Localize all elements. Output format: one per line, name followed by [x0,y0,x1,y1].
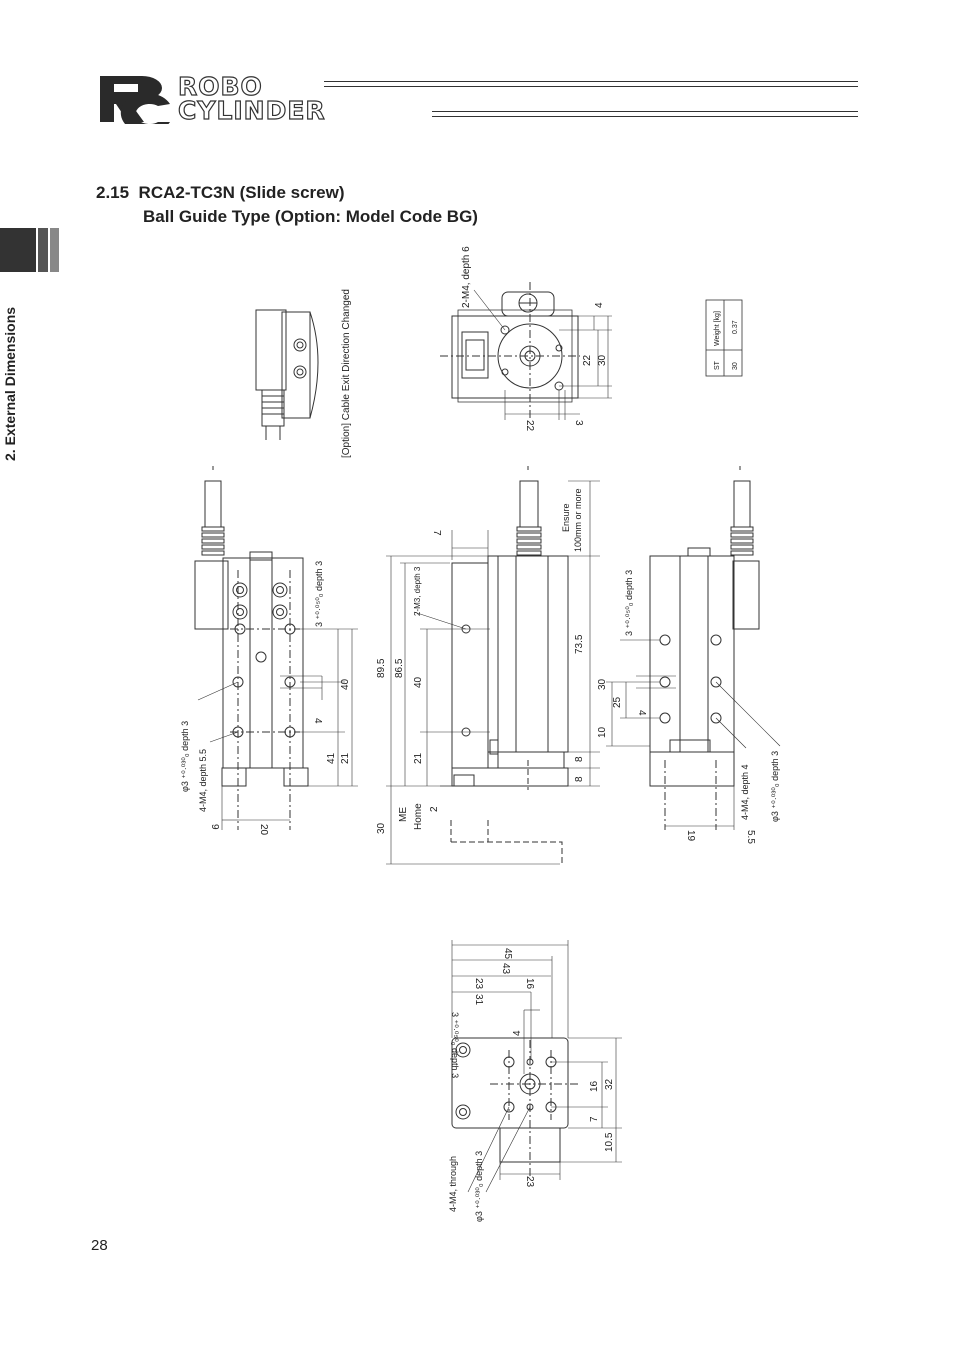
header-rule-top [324,81,858,82]
section-title-line1: RCA2-TC3N (Slide screw) [138,183,345,202]
bottom-phi3-label: φ3 ⁺⁰·⁰³⁰₀ depth 3 [474,1151,484,1222]
side-tab-marker-mid [38,228,48,272]
header-rule-bottom-2 [432,116,858,117]
dim-7-center: 7 [431,530,442,536]
cable-option-view [255,309,319,440]
dim-8-center-a: 8 [574,756,585,762]
dim-4-bottom: 4 [512,1030,523,1036]
bottom-depth3-label: 3 ⁺⁰·⁰⁵⁰₀ depth 3 [450,1012,460,1078]
dim-25-right: 25 [612,696,623,708]
dim-16-bottom: 16 [524,978,535,990]
dim-40-center: 40 [413,676,424,688]
dim-4-end: 4 [594,302,605,308]
dim-30-center: 30 [376,822,387,834]
side-tab-marker [0,228,36,272]
dim-4-right: 4 [636,710,647,716]
bottom-view [451,940,622,1193]
dim-30-end: 30 [597,354,608,366]
ensure-label-2: 100mm or more [573,488,583,552]
section-title-line2: Ball Guide Type (Option: Model Code BG) [143,207,478,226]
section-number: 2.15 [96,183,130,202]
page-number: 28 [91,1237,108,1254]
dim-41-left: 41 [326,752,337,764]
dim-21-center: 21 [413,752,424,764]
section-title: 2.15 RCA2-TC3N (Slide screw) Ball Guide … [96,181,478,229]
dim-22-end: 22 [582,354,593,366]
dim-7-bottom: 7 [589,1116,600,1122]
dim-31-bottom: 31 [473,994,484,1006]
header-rule-bottom [432,111,858,112]
dim-32-bottom: 32 [604,1078,615,1090]
center-side-view [386,466,600,865]
weight-table-header-st: ST [714,360,721,370]
dim-4-left: 4 [312,718,323,724]
dim-55-right: 5.5 [745,830,756,844]
right-side-view [606,466,781,830]
home-label: Home [413,803,424,830]
dim-10-right: 10 [597,726,608,738]
left-m4-label: 4-M4, depth 5.5 [198,749,208,812]
right-m4-label: 4-M4, depth 4 [740,764,750,820]
weight-table-cell-st: 30 [732,362,739,370]
dim-21-left: 21 [340,752,351,764]
logo-cylinder-text: CYLINDER [177,96,326,125]
robo-cylinder-logo: ROBO CYLINDER [98,72,428,125]
cable-option-label: [Option] Cable Exit Direction Changed [341,289,352,458]
dim-23-bottom: 23 [473,978,484,990]
dim-22-end-bottom: 22 [524,420,535,432]
dim-8-center-b: 8 [574,776,585,782]
weight-table [705,299,743,377]
dim-865-center: 86.5 [394,658,405,678]
left-phi3-label: φ3 ⁺⁰·⁰³⁰₀ depth 3 [180,721,190,792]
weight-table-header-weight: Weight [kg] [714,311,721,346]
logo-robo-text: ROBO [177,72,263,101]
dim-2-center: 2 [429,806,440,812]
dim-20-left: 20 [258,824,269,836]
dim-735-center: 73.5 [574,634,585,654]
right-depth3-label: 3 ⁺⁰·⁰⁵⁰₀ depth 3 [624,570,634,636]
right-phi3-label: φ3 ⁺⁰·⁰³⁰₀ depth 3 [770,751,780,822]
weight-table-cell-weight: 0.37 [732,320,739,334]
left-depth3-label: 3 ⁺⁰·⁰⁵⁰₀ depth 3 [314,561,324,627]
dim-16-bottom-v: 16 [589,1080,600,1092]
dim-895-center: 89.5 [376,658,387,678]
dim-3-end-bottom: 3 [573,420,584,426]
dim-23-bottom-b: 23 [524,1176,535,1188]
m3-depth3-label: 2-M3, depth 3 [413,566,422,616]
dim-40-left: 40 [340,678,351,690]
ensure-label: Ensure [561,503,571,532]
left-side-view [194,466,358,830]
dim-43-bottom: 43 [500,963,511,975]
m4-depth6-label: 2-M4, depth 6 [461,246,472,308]
side-tab-marker-light [50,228,59,272]
rc-logo-icon [100,76,170,124]
dim-19-right: 19 [685,830,696,842]
dim-45-bottom: 45 [502,948,513,960]
header-rule-top-2 [324,86,858,87]
bottom-m4-label: 4-M4, through [448,1156,458,1212]
me-label: ME [398,807,409,822]
dim-30-right: 30 [597,678,608,690]
dim-105-bottom: 10.5 [604,1132,615,1152]
dim-9-left: 9 [209,824,220,830]
end-view [440,282,612,420]
